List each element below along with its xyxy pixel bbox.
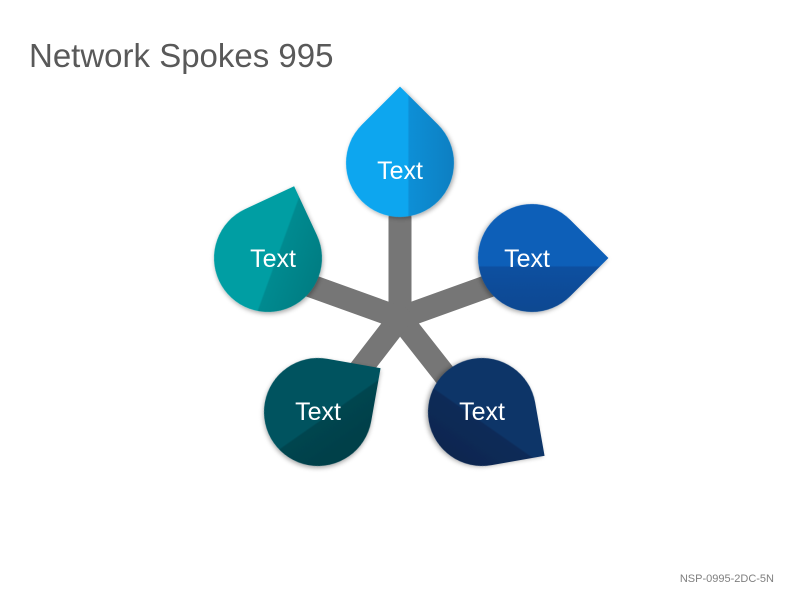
node-label-left: Text: [250, 245, 296, 273]
spoke-node-left[interactable]: [196, 186, 340, 330]
node-label-bottom-left: Text: [295, 398, 341, 426]
slide-code: NSP-0995-2DC-5N: [679, 573, 774, 585]
spoke-node-right[interactable]: [456, 182, 609, 335]
page-title: Network Spokes 995: [29, 37, 334, 74]
spokes: [288, 206, 512, 400]
node-label-right: Text: [504, 245, 550, 273]
spoke-node-top[interactable]: [324, 86, 477, 240]
node-label-bottom-right: Text: [459, 398, 505, 426]
node-label-top: Text: [377, 157, 423, 185]
spoke-left: [288, 270, 412, 330]
spoke-node-bottom-right[interactable]: [419, 349, 545, 474]
spoke-right: [388, 270, 512, 330]
spoke-node-bottom-left[interactable]: [255, 349, 381, 474]
